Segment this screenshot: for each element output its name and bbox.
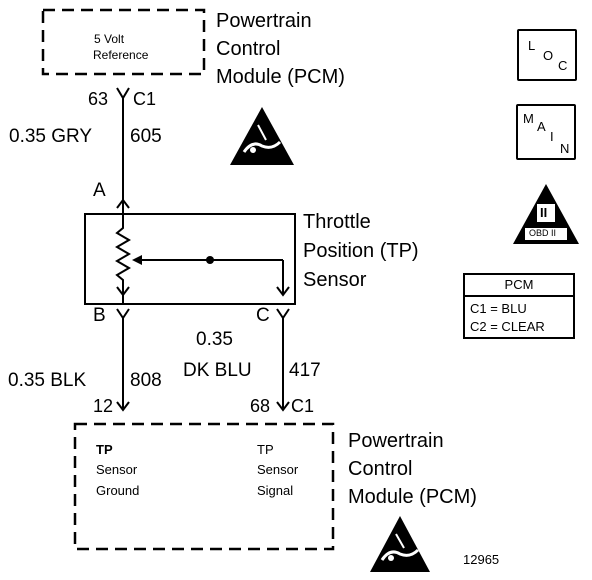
pcm-bottom-signal-pin: 68 [250, 396, 271, 416]
loc-icon-o: O [543, 48, 554, 63]
resistor-zigzag [115, 214, 131, 294]
pcm-top-connector [116, 87, 130, 100]
main-icon-m: M [523, 111, 534, 126]
pcm-top-dashed-box [41, 8, 206, 76]
pcm-bottom-ground-pin: 12 [93, 396, 114, 416]
pcm-top-pin: 63 [88, 89, 109, 109]
pcm-bottom-connector-label: C1 [291, 396, 315, 416]
loc-icon-c: C [558, 58, 568, 73]
terminal-c-label: C [256, 305, 270, 326]
pcm-bottom-ground-line1: TP [96, 442, 113, 457]
obd-ii-numeral: II [540, 205, 548, 220]
pcm-bottom-signal-line1: TP [257, 442, 274, 457]
pcm-bottom-ground-line3: Ground [96, 483, 140, 498]
pcm-top-connector-label: C1 [133, 89, 157, 109]
pcm-bottom-title-line1: Powertrain [348, 430, 444, 452]
terminal-c-arrow [276, 286, 290, 297]
wire-417-gauge-line2: DK BLU [183, 360, 252, 381]
pcm-bottom-title-line2: Control [348, 458, 413, 480]
pcm-top-box-line1: 5 Volt [94, 32, 125, 46]
pcm-bottom-signal-line2: Sensor [257, 462, 299, 477]
main-icon-i: I [550, 129, 554, 144]
obd-ii-label: OBD II [529, 228, 557, 238]
pcm-connector-legend: PCM C1 = BLU C2 = CLEAR [463, 273, 575, 339]
pcm-legend-row1: C1 = BLU [470, 301, 527, 316]
wiper-arrow [132, 255, 142, 265]
sensor-title-line1: Throttle [303, 211, 371, 233]
terminal-a-label: A [93, 180, 106, 201]
pcm-bottom-signal-line3: Signal [257, 483, 294, 498]
wire-605-circuit: 605 [130, 126, 162, 147]
obd-ii-triangle-icon [513, 184, 579, 244]
wire-808-circuit: 808 [130, 370, 162, 391]
terminal-b-label: B [93, 305, 106, 326]
wire-808-gauge-color: 0.35 BLK [8, 370, 87, 391]
pcm-bottom-ground-line2: Sensor [96, 462, 138, 477]
pcm-top-title-line1: Powertrain [216, 10, 312, 32]
main-icon: M A I N [516, 104, 576, 160]
figure-number: 12965 [463, 552, 500, 567]
sensor-b-connector [116, 308, 130, 320]
wire-417-gauge-line1: 0.35 [196, 329, 233, 350]
pcm-bottom-dashed-box [73, 422, 335, 551]
loc-icon: L O C [517, 29, 577, 81]
main-icon-n: N [560, 141, 570, 156]
wiper-junction [206, 256, 214, 264]
pcm-bottom-title-line3: Module (PCM) [348, 486, 477, 508]
pcm-top-title-line2: Control [216, 38, 281, 60]
esd-warning-icon-top [230, 107, 294, 165]
pcm-top-title-line3: Module (PCM) [216, 66, 345, 88]
pcm-legend-header: PCM [465, 275, 573, 297]
wire-605-gauge-color: 0.35 GRY [9, 126, 93, 147]
sensor-title-line3: Sensor [303, 269, 367, 291]
sensor-box [84, 213, 296, 305]
pcm-legend-row2: C2 = CLEAR [470, 319, 545, 334]
esd-warning-icon-bottom [370, 516, 430, 572]
main-icon-a: A [537, 119, 546, 134]
wire-417-circuit: 417 [289, 360, 321, 381]
sensor-title-line2: Position (TP) [303, 240, 419, 262]
loc-icon-l: L [528, 38, 536, 53]
pcm-top-box-line2: Reference [93, 48, 149, 62]
sensor-c-connector [276, 308, 290, 320]
